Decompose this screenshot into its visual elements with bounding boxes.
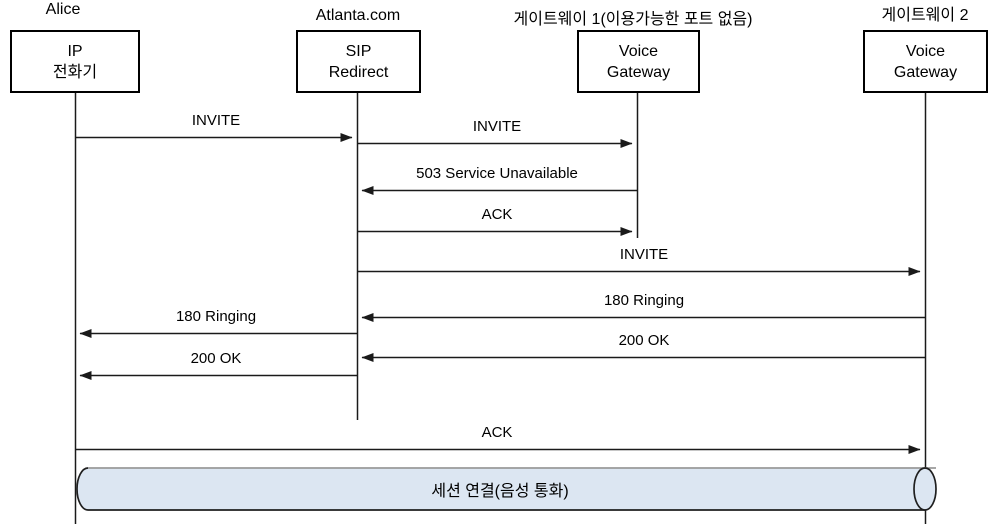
message-label: ACK: [481, 424, 513, 441]
message-label: ACK: [481, 206, 513, 223]
session-pipe-outline: [76, 467, 925, 511]
actor-title-alice: Alice: [45, 1, 81, 18]
message-label: 503 Service Unavailable: [416, 165, 578, 182]
actor-title-atlanta: Atlanta.com: [315, 7, 401, 24]
actor-box-line: Redirect: [328, 63, 389, 81]
session-pipe-body: [77, 468, 925, 510]
actor-box-line: IP: [67, 42, 83, 60]
actor-box-voice-gateway-2: Voice Gateway: [863, 30, 988, 93]
actor-title-gateway2: 게이트웨이 2: [881, 7, 969, 24]
message-label: 180 Ringing: [603, 292, 685, 309]
actor-box-line: Voice: [905, 42, 946, 60]
actor-box-sip-redirect: SIP Redirect: [296, 30, 421, 93]
actor-box-line: SIP: [345, 42, 372, 60]
session-label: 세션 연결(음성 통화): [431, 483, 569, 500]
message-label: 200 OK: [190, 350, 242, 367]
session-pipe-end-cap: [913, 467, 937, 511]
actor-box-ip-phone: IP 전화기: [10, 30, 140, 93]
message-label: 200 OK: [618, 332, 670, 349]
message-label: INVITE: [619, 246, 669, 263]
actor-box-line: Gateway: [606, 63, 671, 81]
actor-box-line: 전화기: [52, 63, 98, 81]
message-label: INVITE: [191, 112, 241, 129]
actor-title-gateway1: 게이트웨이 1(이용가능한 포트 없음): [513, 11, 753, 28]
actor-box-line: Voice: [618, 42, 659, 60]
message-label: 180 Ringing: [175, 308, 257, 325]
message-label: INVITE: [472, 118, 522, 135]
actor-box-voice-gateway-1: Voice Gateway: [577, 30, 700, 93]
actor-box-line: Gateway: [893, 63, 958, 81]
